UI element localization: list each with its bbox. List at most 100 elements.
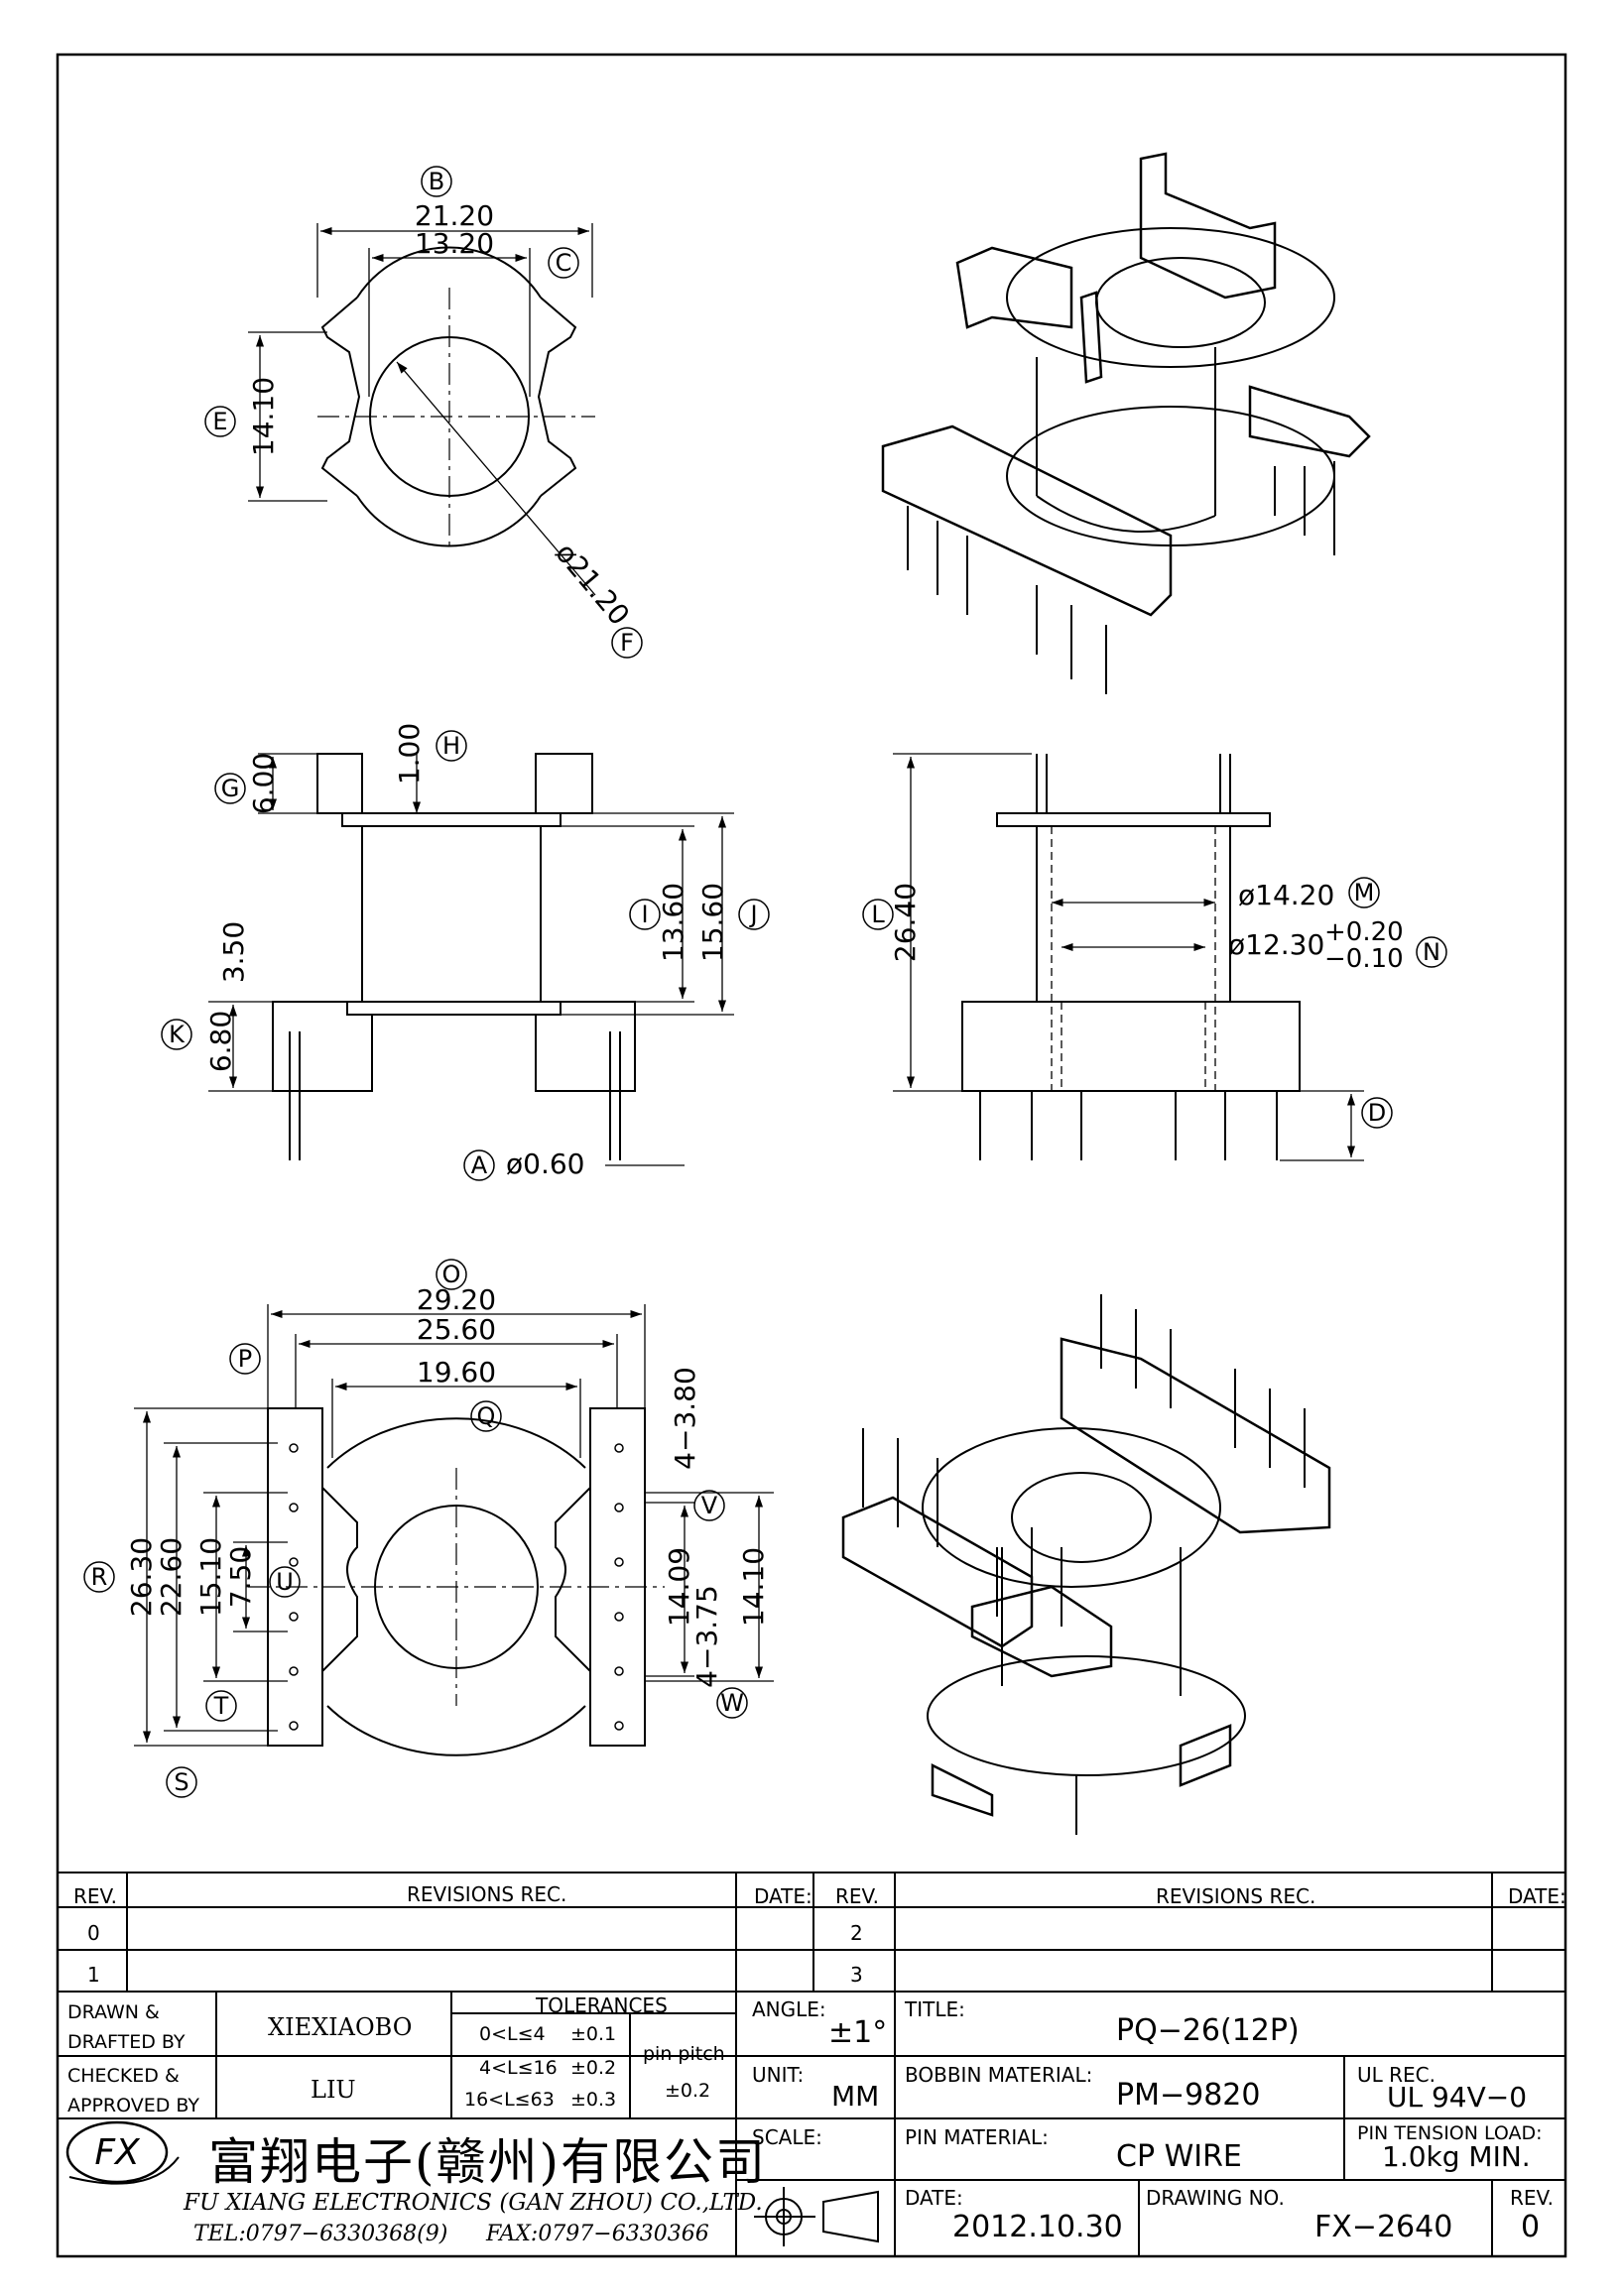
drawing-no-label: DRAWING NO.	[1146, 2186, 1285, 2210]
pin-mat-val: CP WIRE	[1116, 2139, 1242, 2174]
pin-tension-label: PIN TENSION LOAD:	[1357, 2122, 1543, 2144]
company-en: FU XIANG ELECTRONICS (GAN ZHOU) CO.,LTD.	[184, 2190, 763, 2216]
pin-tension-val: 1.0kg MIN.	[1382, 2140, 1531, 2173]
tag-q: Q	[477, 1402, 496, 1430]
dim-p: 25.60	[417, 1313, 496, 1346]
rev-header-2: REV.	[835, 1884, 879, 1908]
dim-j: 15.60	[696, 883, 729, 962]
front-view-dims	[208, 753, 734, 1166]
bottom-view-dims	[134, 1304, 774, 1747]
side-view-tags: L M N D	[862, 877, 1447, 1129]
company-fax: FAX:0797−6330366	[486, 2222, 709, 2246]
ul-val: UL 94V−0	[1387, 2081, 1528, 2114]
revisions-header: REVISIONS REC.	[407, 1882, 567, 1906]
side-view-dims	[893, 753, 1364, 1161]
tag-u: U	[276, 1568, 294, 1596]
dim-q: 19.60	[417, 1356, 496, 1389]
date-label: DATE:	[905, 2186, 963, 2210]
tol-row-2-tol: ±0.3	[570, 2089, 617, 2111]
unit-label: UNIT:	[752, 2063, 805, 2087]
dim-h: 1.00	[393, 723, 426, 785]
tag-g: G	[221, 775, 240, 802]
tag-b: B	[429, 168, 444, 195]
dim-v: 4−3.80	[669, 1367, 701, 1470]
tag-k: K	[169, 1021, 186, 1048]
tag-d: D	[1368, 1099, 1386, 1127]
bobbin-label: BOBBIN MATERIAL:	[905, 2063, 1093, 2087]
bottom-view-tags: O P Q R S T U V W	[83, 1259, 748, 1798]
tag-o: O	[442, 1261, 461, 1288]
dim-x: 14.09	[663, 1547, 695, 1627]
side-view-dim-text: 26.40 ø14.20 ø12.30 +0.20 −0.10	[889, 879, 1404, 974]
tag-c: C	[556, 249, 572, 277]
dim-t: 15.10	[194, 1537, 227, 1617]
dim-m: ø14.20	[1238, 879, 1334, 911]
tolerances-label: TOLERANCES	[536, 1994, 668, 2017]
dim-y: 14.10	[737, 1547, 770, 1627]
rev-header: REV.	[73, 1884, 117, 1908]
rev-label: REV.	[1510, 2186, 1554, 2210]
rev-val: 0	[1521, 2210, 1541, 2244]
dim-i: 13.60	[657, 883, 689, 962]
tag-i: I	[641, 901, 648, 928]
bottom-view-dim-text: 29.20 25.60 19.60 26.30 22.60 15.10 7.50…	[125, 1283, 770, 1688]
projection-symbol-icon	[754, 2187, 879, 2246]
pin-pitch-label: pin pitch	[643, 2043, 725, 2065]
bobbin-val: PM−9820	[1116, 2078, 1261, 2113]
dim-r: 26.30	[125, 1537, 158, 1617]
fx-logo-text: FX	[94, 2132, 141, 2173]
rev-row-0: 0	[87, 1921, 100, 1945]
company-cn: 富翔电子(赣州)有限公司	[208, 2133, 768, 2191]
pin-pitch-tol: ±0.2	[665, 2080, 711, 2102]
dim-s: 22.60	[155, 1537, 187, 1617]
tol-row-1-range: 4<L≤16	[479, 2057, 558, 2079]
rev-row-3: 3	[850, 1963, 863, 1987]
bottom-view-centerlines	[248, 1468, 665, 1706]
revisions-header-2: REVISIONS REC.	[1156, 1884, 1316, 1908]
pin-mat-label: PIN MATERIAL:	[905, 2125, 1049, 2149]
title-val: PQ−26(12P)	[1116, 2013, 1300, 2048]
iso-view-bottom	[841, 1294, 1331, 1835]
tag-n: N	[1423, 938, 1440, 966]
sheet-border	[56, 53, 1567, 2258]
drawn-by: XIEXIAOBO	[268, 2013, 413, 2041]
dim-f: ø21.20	[549, 537, 636, 632]
ul-label: UL REC.	[1357, 2063, 1436, 2087]
rev-row-1: 1	[87, 1963, 100, 1987]
tag-l: L	[871, 901, 885, 928]
tag-a: A	[471, 1151, 488, 1179]
front-view	[272, 753, 636, 1160]
tol-row-0-tol: ±0.1	[570, 2023, 617, 2045]
dim-k35: 3.50	[217, 921, 250, 983]
iso-view-top	[881, 152, 1371, 694]
checked-by: LIU	[311, 2076, 356, 2104]
title-label: TITLE:	[905, 1997, 965, 2021]
side-view-hidden	[1037, 826, 1230, 1091]
dim-l: 26.40	[889, 883, 922, 962]
top-view-centerlines	[317, 288, 595, 545]
tag-f: F	[620, 629, 634, 657]
company-tel: TEL:0797−6330368(9)	[193, 2222, 448, 2246]
unit-val: MM	[831, 2080, 880, 2113]
tag-s: S	[174, 1768, 188, 1796]
angle-label: ANGLE:	[752, 1997, 826, 2021]
drawn-label: DRAWN & DRAFTED BY	[67, 2001, 186, 2053]
date-header: DATE:	[754, 1884, 812, 1908]
tag-t: T	[213, 1692, 229, 1720]
dim-n-minus: −0.10	[1324, 944, 1404, 974]
angle-val: ±1°	[828, 2015, 888, 2050]
tag-m: M	[1354, 879, 1375, 906]
date-val: 2012.10.30	[952, 2210, 1123, 2244]
rev-row-2: 2	[850, 1921, 863, 1945]
tag-p: P	[238, 1345, 252, 1373]
checked-label: CHECKED & APPROVED BY	[67, 2065, 200, 2116]
bottom-view-pins	[289, 1443, 624, 1731]
tag-j: J	[748, 901, 757, 928]
dim-b: 21.20	[415, 199, 494, 232]
dim-w: 4−3.75	[690, 1585, 723, 1688]
dim-n: ø12.30	[1228, 928, 1324, 961]
dim-k68: 6.80	[204, 1011, 237, 1072]
tag-e: E	[212, 408, 227, 435]
dim-g: 6.00	[247, 753, 280, 814]
